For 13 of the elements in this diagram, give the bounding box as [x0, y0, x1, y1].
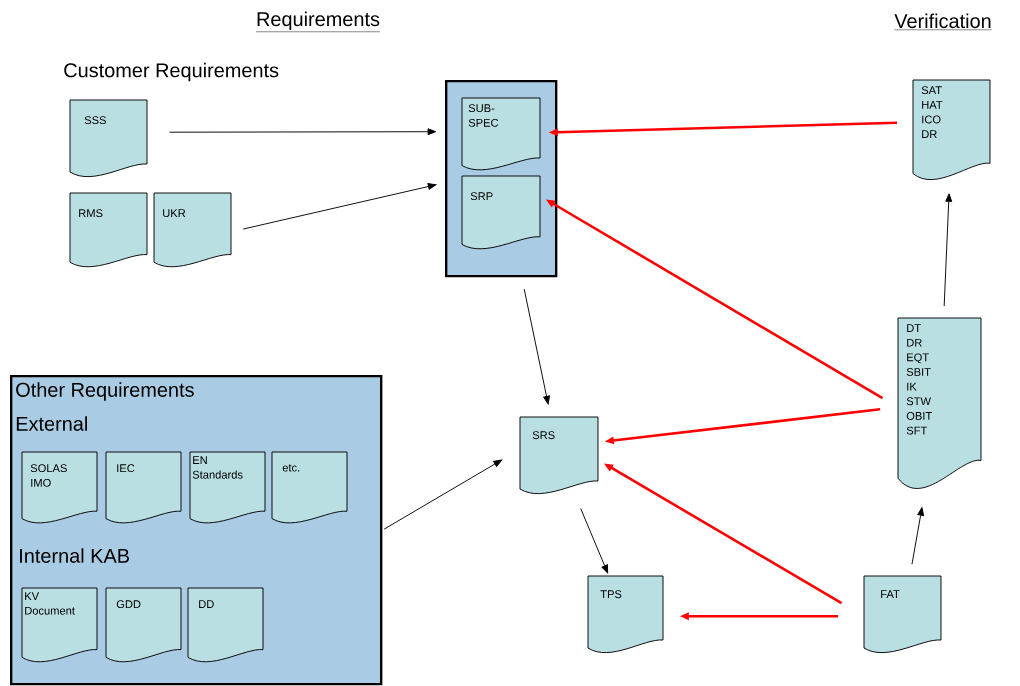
section-title: Verification: [894, 13, 992, 31]
group-heading: Other Requirements: [16, 382, 194, 401]
arrow: [242, 183, 437, 230]
arrow: [943, 193, 953, 307]
group-heading: Internal KAB: [20, 548, 129, 563]
arrow: [383, 459, 503, 530]
arrow: [169, 128, 437, 136]
arrow: [523, 288, 550, 405]
group-heading: Customer Requirements: [64, 62, 279, 82]
arrow: [580, 508, 609, 574]
arrow: [911, 507, 925, 565]
group-heading: External: [16, 416, 87, 431]
section-title: Requirements: [255, 11, 381, 32]
